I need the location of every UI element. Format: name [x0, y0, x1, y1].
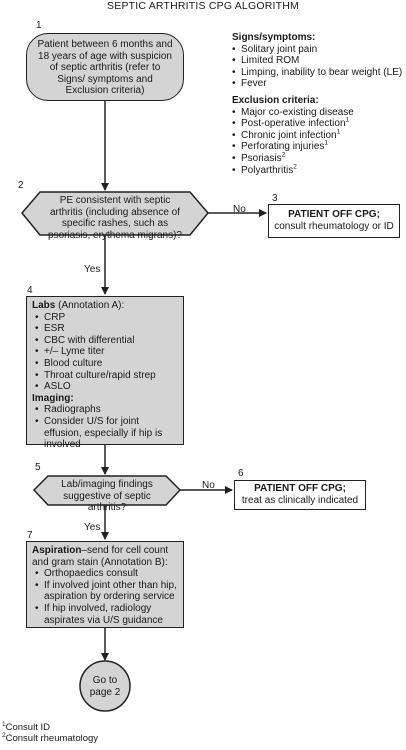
- step-6-heading: PATIENT OFF CPG;: [254, 483, 346, 494]
- signs-item-0: Solitary joint pain: [232, 44, 404, 56]
- step-4-number: 4: [27, 285, 33, 296]
- step-2-text: PE consistent with septic arthritis (inc…: [48, 195, 182, 241]
- signs-panel: Signs/symptoms: Solitary joint painLimit…: [232, 32, 404, 176]
- aspiration-item-1: If involved joint other than hip, aspira…: [35, 580, 178, 603]
- step-6-number: 6: [238, 468, 244, 479]
- exclusion-item-1: Post-operative infection1: [232, 117, 404, 130]
- step-4-imaging-heading: Imaging:: [32, 392, 74, 404]
- step-2-number: 2: [18, 180, 24, 191]
- step-3-box: PATIENT OFF CPG; consult rheumatology or…: [268, 204, 400, 238]
- exclusion-item-3: Perforating injuries1: [232, 140, 404, 153]
- step-5-text: Lab/imaging findings suggestive of septi…: [61, 479, 153, 514]
- step-5-number: 5: [35, 462, 41, 473]
- step-7-heading: Aspiration: [32, 545, 82, 556]
- step-4-box: Labs (Annotation A): CRPESRCBC with diff…: [26, 296, 184, 450]
- aspiration-item-0: Orthopaedics consult: [35, 568, 178, 580]
- labs-item-3: +/– Lyme titer: [35, 346, 178, 358]
- goto-page-2: Go to page 2: [89, 675, 121, 698]
- aspiration-item-2: If hip involved, radiology aspirates via…: [35, 603, 178, 626]
- step-2-no-label: No: [233, 204, 246, 215]
- step-7-heading-suffix: –send for cell count and gram stain (Ann…: [32, 545, 169, 568]
- footnotes: 1Consult ID 2Consult rheumatology: [2, 720, 99, 744]
- signs-heading: Signs/symptoms:: [232, 32, 316, 43]
- imaging-item-1: Consider U/S for joint effusion, especia…: [35, 416, 178, 451]
- step-7-box: Aspiration–send for cell count and gram …: [26, 541, 184, 628]
- step-2-yes-label: Yes: [84, 264, 101, 275]
- exclusion-item-4: Psoriasis2: [232, 152, 404, 165]
- labs-item-5: Throat culture/rapid strep: [35, 370, 178, 382]
- aspiration-list: Orthopaedics consultIf involved joint ot…: [35, 568, 178, 626]
- step-1-text: Patient between 6 months and 18 years of…: [37, 39, 173, 97]
- signs-item-1: Limited ROM: [232, 55, 404, 67]
- signs-item-2: Limping, inability to bear weight (LE): [232, 67, 404, 79]
- footnote-1: 1Consult ID: [2, 720, 50, 733]
- labs-list: CRPESRCBC with differential+/– Lyme tite…: [35, 312, 178, 393]
- step-5-no-label: No: [202, 480, 215, 491]
- labs-item-1: ESR: [35, 323, 178, 335]
- step-4-labs-heading: Labs: [32, 300, 56, 311]
- imaging-item-0: Radiographs: [35, 404, 178, 416]
- labs-item-4: Blood culture: [35, 358, 178, 370]
- exclusion-list: Major co-existing diseasePost-operative …: [232, 107, 404, 177]
- labs-item-2: CBC with differential: [35, 335, 178, 347]
- signs-item-3: Fever: [232, 78, 404, 90]
- step-1-number: 1: [36, 20, 42, 31]
- labs-item-0: CRP: [35, 312, 178, 324]
- step-6-box: PATIENT OFF CPG; treat as clinically ind…: [234, 480, 366, 510]
- step-3-heading: PATIENT OFF CPG;: [288, 209, 380, 220]
- exclusion-heading: Exclusion criteria:: [232, 94, 319, 106]
- step-5-yes-label: Yes: [84, 522, 101, 533]
- step-4-labs-suffix: (Annotation A):: [55, 300, 125, 311]
- step-1-box: Patient between 6 months and 18 years of…: [26, 33, 184, 101]
- exclusion-item-5: Polyarthritis2: [232, 163, 404, 177]
- exclusion-item-0: Major co-existing disease: [232, 107, 404, 119]
- exclusion-item-2: Chronic joint infection1: [232, 129, 404, 142]
- labs-item-6: ASLO: [35, 381, 178, 393]
- step-3-text: consult rheumatology or ID: [274, 220, 394, 232]
- footnote-2: 2Consult rheumatology: [2, 731, 99, 744]
- imaging-list: RadiographsConsider U/S for joint effusi…: [35, 404, 178, 450]
- signs-list: Solitary joint painLimited ROMLimping, i…: [232, 44, 404, 90]
- step-3-number: 3: [272, 193, 278, 204]
- step-7-number: 7: [27, 530, 33, 541]
- goto-circle-shape: [79, 660, 131, 712]
- step-6-text: treat as clinically indicated: [241, 494, 359, 506]
- page-title: SEPTIC ARTHRITIS CPG ALGORITHM: [107, 0, 299, 12]
